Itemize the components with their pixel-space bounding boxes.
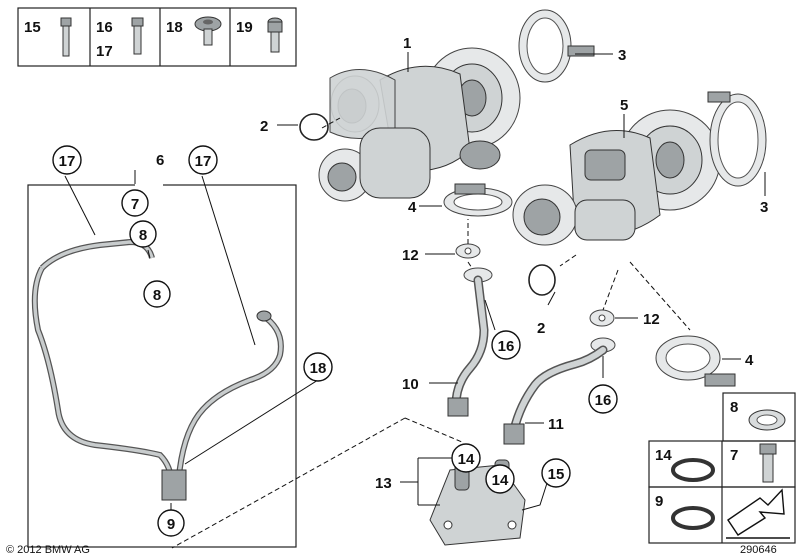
svg-text:8: 8: [153, 287, 161, 304]
header-part-label: 16: [96, 19, 113, 36]
callout-circle: 16: [491, 330, 521, 360]
svg-text:17: 17: [59, 153, 76, 170]
banjo-bolt-icon: [759, 443, 777, 483]
o-ring-gasket-2: [299, 113, 329, 141]
sealing-ring-icon: [748, 409, 786, 431]
header-part-label: 19: [236, 19, 253, 36]
callout-label: 5: [620, 97, 628, 114]
side-part-label: 9: [655, 493, 663, 510]
side-part-label: 8: [730, 399, 738, 416]
callout-circle: 8: [143, 280, 171, 308]
leader-lines: [64, 52, 766, 549]
flange-screw-icon: [194, 16, 222, 46]
flange-gasket-12: [455, 243, 481, 259]
callout-label: 2: [537, 320, 545, 337]
callout-label: 3: [618, 47, 626, 64]
oil-feed-line-assembly-6: [27, 183, 297, 548]
svg-text:7: 7: [131, 196, 139, 213]
v-band-clamp-4: [443, 183, 513, 217]
turbocharger-1: [318, 47, 521, 202]
header-parts-strip: 15 16 17 18 19: [17, 7, 297, 67]
turbocharger-5: [512, 109, 721, 246]
svg-text:18: 18: [310, 360, 327, 377]
callout-circle: 14: [451, 443, 481, 473]
svg-text:16: 16: [595, 392, 612, 409]
callout-label: 12: [402, 247, 419, 264]
callout-label: 4: [408, 199, 417, 216]
svg-text:17: 17: [195, 153, 212, 170]
callout-label: 10: [402, 376, 419, 393]
o-ring-icon: [671, 506, 715, 530]
callout-circle: 7: [121, 189, 149, 217]
callout-label: 12: [643, 311, 660, 328]
callout-label: 1: [403, 35, 411, 52]
callout-circle: 9: [157, 509, 185, 537]
oil-return-pipe-11: [503, 337, 616, 445]
callout-circle: 17: [188, 145, 218, 175]
side-part-label: 7: [730, 447, 738, 464]
callout-circle: 14: [485, 464, 515, 494]
callout-label: 6: [156, 152, 164, 169]
side-parts-panel: 8 14 7 9: [648, 392, 796, 544]
diagram-id: 290646: [740, 544, 777, 556]
svg-text:15: 15: [548, 466, 565, 483]
callout-circle: 16: [588, 384, 618, 414]
callout-circle: 8: [129, 220, 157, 248]
arrow-icon: [726, 488, 790, 539]
svg-text:8: 8: [139, 227, 147, 244]
header-part-label: 17: [96, 43, 113, 60]
svg-text:14: 14: [492, 472, 509, 489]
side-part-label: 14: [655, 447, 672, 464]
copyright-text: © 2012 BMW AG: [6, 544, 90, 556]
v-band-clamp-3: [518, 9, 595, 83]
flange-gasket-12: [589, 309, 615, 327]
callout-label: 13: [375, 475, 392, 492]
svg-text:9: 9: [167, 516, 175, 533]
o-ring-icon: [671, 458, 715, 482]
v-band-clamp-3: [707, 91, 767, 187]
callout-label: 4: [745, 352, 754, 369]
header-part-label: 18: [166, 19, 183, 36]
header-part-label: 15: [24, 19, 41, 36]
socket-screw-icon: [267, 17, 283, 53]
callout-label: 3: [760, 199, 768, 216]
callout-circle: 15: [541, 458, 571, 488]
v-band-clamp-4: [655, 335, 736, 387]
bolt-icon: [60, 17, 72, 57]
callout-label: 2: [260, 118, 268, 135]
svg-text:14: 14: [458, 451, 475, 468]
bolt-icon: [131, 17, 144, 55]
o-ring-gasket-2: [528, 264, 556, 296]
callout-circle: 18: [303, 352, 333, 382]
svg-text:16: 16: [498, 338, 515, 355]
callout-circle: 17: [52, 145, 82, 175]
callout-label: 11: [548, 416, 564, 433]
oil-return-pipe-10: [447, 267, 493, 417]
